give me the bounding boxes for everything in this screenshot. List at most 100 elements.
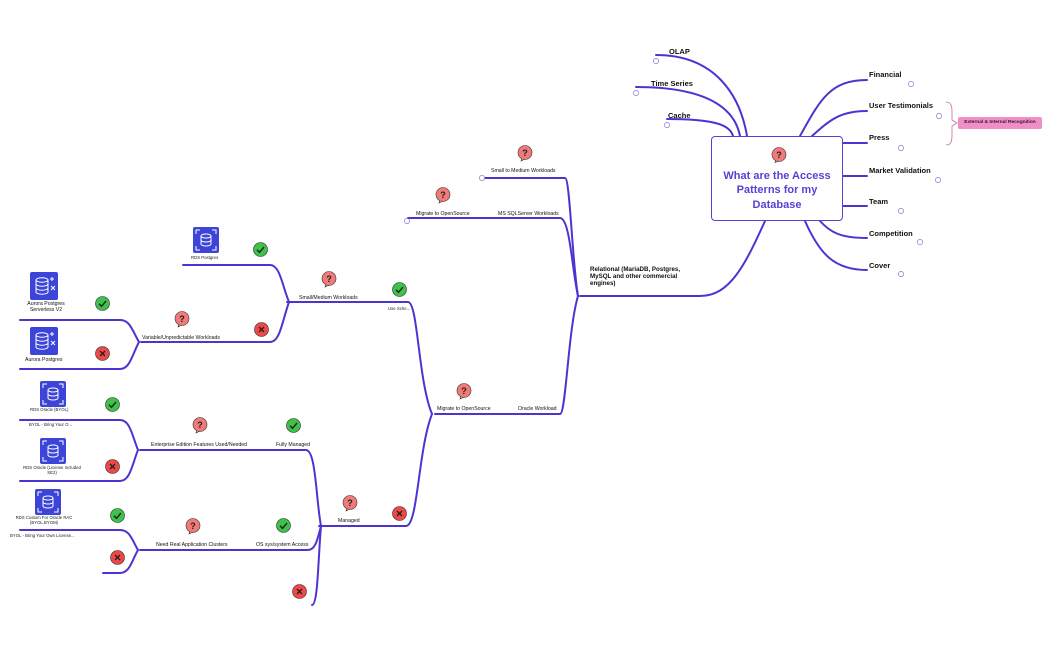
question-bubble-icon: ? (435, 187, 451, 204)
topic-cache[interactable]: Cache (668, 111, 691, 120)
topic-managed[interactable]: Managed (338, 518, 360, 524)
collapse-dot (898, 208, 904, 214)
label-rds-postgres: RDS Postgres (191, 255, 219, 260)
topic-relational[interactable]: Relational (MariaDB, Postgres, MySQL and… (590, 266, 681, 288)
central-topic-title: What are the Access Patterns for my Data… (723, 170, 831, 211)
topic-os-access[interactable]: OS sys/system Access (256, 542, 309, 548)
branch-rds-oracle-li (19, 449, 139, 482)
topic-variable-workloads[interactable]: Variable/Unpredictable Workloads (142, 335, 220, 341)
aurora-database-icon (30, 272, 58, 300)
svg-text:?: ? (179, 314, 185, 324)
label-aurora-serverless: Aurora Postgres Serverless V2 (27, 301, 65, 313)
red-x-icon (105, 459, 120, 474)
topic-migrate-opensource-2[interactable]: Migrate to OpenSource (437, 406, 491, 412)
topic-financial[interactable]: Financial (869, 70, 902, 79)
svg-text:?: ? (347, 498, 353, 508)
topic-migrate-opensource-1[interactable]: Migrate to OpenSource (416, 211, 470, 217)
topic-oracle-workload[interactable]: Oracle Workload (518, 406, 557, 412)
topic-small-medium-workloads[interactable]: Small to Medium Workloads (491, 168, 556, 174)
branch-fully-managed (139, 449, 322, 527)
question-bubble-icon: ? (456, 383, 472, 400)
collapse-dot (908, 81, 914, 87)
svg-text:?: ? (190, 521, 196, 531)
question-bubble-icon: ? (517, 145, 533, 162)
branch-oracle-small-medium (286, 301, 433, 415)
label-aurora-postgres: Aurora Postgres (25, 357, 63, 363)
branch-financial (799, 79, 868, 137)
question-bubble-icon: ? (771, 147, 787, 163)
collapse-dot (479, 175, 485, 181)
branch-competition (819, 220, 868, 239)
green-check-icon (276, 518, 291, 533)
red-x-icon (392, 506, 407, 521)
branch-rds-custom (19, 529, 139, 551)
branch-rac-empty (102, 549, 139, 574)
topic-small-medium[interactable]: Small/Medium Workloads (299, 295, 358, 301)
green-check-icon (286, 418, 301, 433)
red-x-icon (292, 584, 307, 599)
topic-fully-managed[interactable]: Fully Managed (276, 442, 311, 448)
svg-text:?: ? (326, 274, 332, 284)
branch-user-testimonials (811, 110, 868, 137)
branch-oracle-managed (318, 413, 433, 527)
topic-use-sche[interactable]: Use Sche... (388, 306, 411, 311)
svg-text:?: ? (776, 150, 782, 160)
branch-aurora-serverless (19, 319, 140, 343)
note-byol-short: BYOL - Bring Your O... (29, 422, 73, 427)
green-check-icon (253, 242, 268, 257)
tag-external-recognition[interactable]: External & Internal Recognition (958, 117, 1042, 129)
collapse-dot (935, 177, 941, 183)
central-topic[interactable]: ? What are the Access Patterns for my Da… (711, 136, 843, 221)
question-bubble-icon: ? (174, 311, 190, 328)
collapse-dot (653, 58, 659, 64)
rds-database-icon (35, 489, 61, 515)
topic-user-testimonials[interactable]: User Testimonials (869, 101, 934, 110)
rds-database-icon (193, 227, 219, 253)
branch-olap (655, 54, 748, 137)
collapse-dot (633, 90, 639, 96)
branch-ms-sqlserver (407, 217, 579, 297)
red-x-icon (110, 550, 125, 565)
svg-text:?: ? (440, 190, 446, 200)
branch-managed-empty (311, 525, 322, 606)
green-check-icon (105, 397, 120, 412)
green-check-icon (95, 296, 110, 311)
svg-text:?: ? (197, 420, 203, 430)
green-check-icon (110, 508, 125, 523)
topic-ms-sqlserver[interactable]: MS SQLServer Workloads (498, 211, 559, 217)
branch-aurora-postgres (19, 341, 140, 370)
question-bubble-icon: ? (185, 518, 201, 535)
question-bubble-icon: ? (321, 271, 337, 288)
label-rds-oracle-byol: RDS Oracle (BYOL) (30, 407, 69, 412)
topic-time-series[interactable]: Time Series (651, 79, 693, 88)
rds-database-icon (40, 381, 66, 407)
topic-need-rac[interactable]: Need Real Application Clusters (156, 542, 228, 548)
topic-cover[interactable]: Cover (869, 261, 891, 270)
topic-olap[interactable]: OLAP (669, 47, 690, 56)
label-rds-custom: RDS Custom For Oracle RAC (BYOL,BYOM) (15, 515, 73, 525)
branch-relational (579, 220, 766, 297)
green-check-icon (392, 282, 407, 297)
svg-text:?: ? (461, 386, 467, 396)
aurora-database-icon (30, 327, 58, 355)
topic-market-validation[interactable]: Market Validation (869, 166, 931, 175)
rds-database-icon (40, 438, 66, 464)
branch-time-series (635, 86, 741, 137)
tag-connector (945, 101, 958, 146)
branch-oracle (434, 295, 579, 415)
topic-competition[interactable]: Competition (869, 229, 913, 238)
branch-small-medium-top (483, 177, 579, 297)
collapse-dot (898, 145, 904, 151)
collapse-dot (898, 271, 904, 277)
topic-press[interactable]: Press (869, 133, 890, 142)
collapse-dot (404, 218, 410, 224)
note-byol-long: BYOL - Bring Your Own License... (10, 533, 75, 538)
collapse-dot (936, 113, 942, 119)
topic-enterprise-features[interactable]: Enterprise Edition Features Used/Needed (151, 442, 248, 448)
topic-team[interactable]: Team (869, 197, 889, 206)
branch-rds-postgres (182, 264, 290, 303)
branch-rds-oracle-byol (19, 419, 139, 451)
branch-cache (666, 118, 734, 137)
branch-variable (140, 301, 290, 343)
